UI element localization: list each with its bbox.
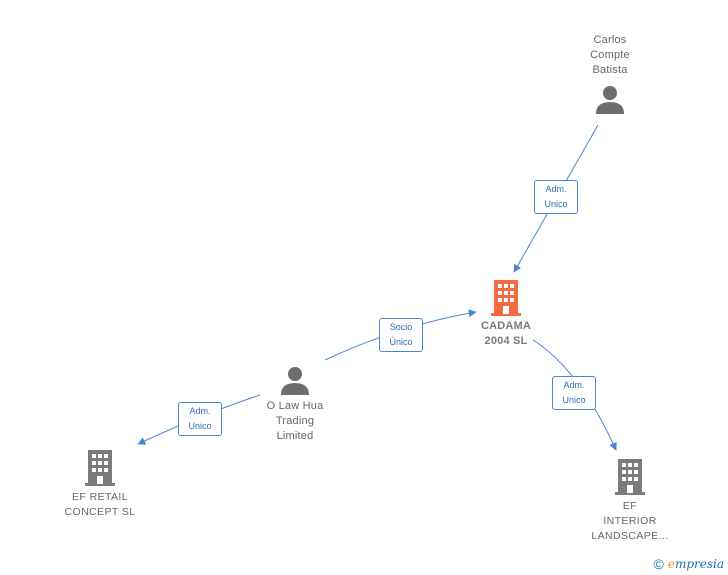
empresia-watermark: © empresia [654, 556, 725, 572]
edge-label-cadama-efinterior[interactable]: Adm. Unico [552, 376, 596, 410]
node-label: CADAMA 2004 SL [480, 320, 532, 347]
building-icon [85, 450, 115, 486]
brand-logo: empresia [667, 557, 724, 571]
node-o-law-hua-trading-limited[interactable]: O Law Hua Trading Limited [252, 365, 338, 444]
copyright-icon: © [653, 556, 664, 572]
node-label: EF RETAIL CONCEPT SL [64, 491, 136, 518]
building-icon [491, 280, 521, 316]
node-label: EF INTERIOR LANDSCAPE... [591, 500, 669, 542]
node-ef-retail-concept-sl[interactable]: EF RETAIL CONCEPT SL [50, 450, 150, 520]
building-icon [615, 459, 645, 495]
node-label: O Law Hua Trading Limited [266, 400, 324, 442]
edge-label-olaw-efretail[interactable]: Adm. Unico [178, 402, 222, 436]
node-ef-interior-landscape[interactable]: EF INTERIOR LANDSCAPE... [580, 459, 680, 544]
node-label: Carlos Compte Batista [590, 34, 630, 76]
node-cadama-2004-sl[interactable]: CADAMA 2004 SL [466, 280, 546, 349]
edge-label-carlos-cadama[interactable]: Adm. Unico [534, 180, 578, 214]
person-icon [596, 86, 624, 114]
edge-label-olaw-cadama[interactable]: Socio Único [379, 318, 423, 352]
person-icon [281, 367, 309, 395]
node-carlos-compte-batista[interactable]: Carlos Compte Batista [570, 33, 650, 116]
